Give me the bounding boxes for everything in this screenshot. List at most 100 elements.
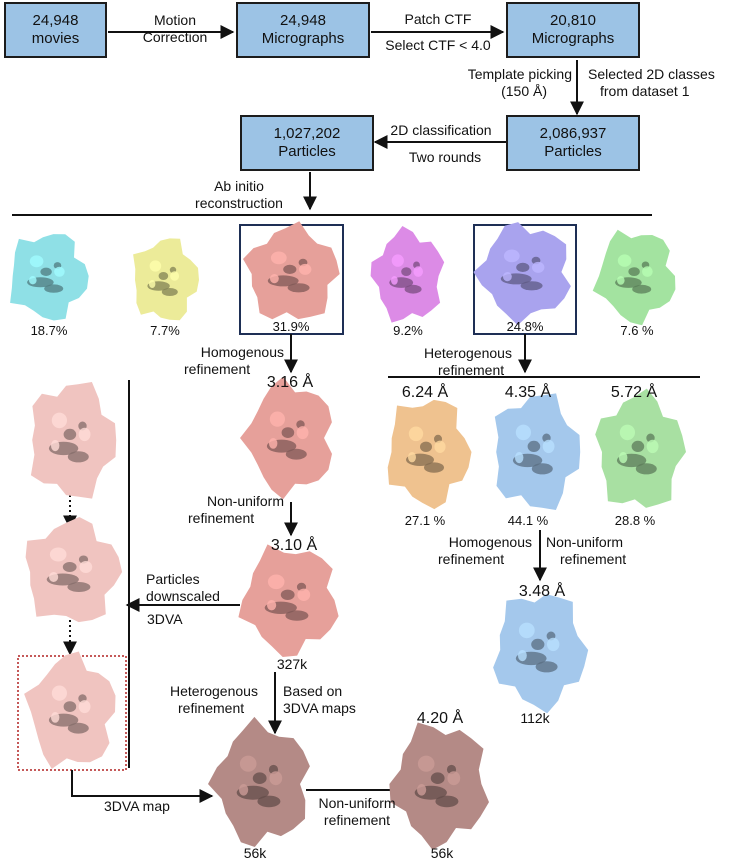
class-pct-6: 7.6 % <box>620 323 654 338</box>
right-final-map <box>493 594 589 714</box>
left-map-3 <box>24 651 116 769</box>
class-map-5-cavity-2 <box>516 262 530 272</box>
left-map-1 <box>30 382 117 499</box>
hetero-pct-2: 44.1 % <box>507 513 549 528</box>
res-final: 4.20 Å <box>416 710 464 727</box>
left-map-2-highlight-1 <box>79 561 93 573</box>
label-hetero-right-line1: Heterogenous <box>424 345 512 361</box>
class-pct-3: 31.9% <box>272 319 310 334</box>
nu-map-highlight-0 <box>267 574 285 590</box>
final-map <box>389 722 489 850</box>
left-map-3-highlight-2 <box>51 712 60 723</box>
class-map-1-body <box>10 234 89 321</box>
hetero-map-1-cavity-2 <box>420 441 432 452</box>
nu-map <box>238 544 339 657</box>
label-hetero-bottom: Heterogenous refinement <box>170 683 258 717</box>
class-map-4-cavity-2 <box>401 267 412 276</box>
hetero-map-1-highlight-0 <box>408 426 424 442</box>
class-map-6-highlight-2 <box>617 276 625 285</box>
arrow-3dva-map <box>71 770 214 803</box>
final-map-highlight-1 <box>447 771 461 786</box>
box-particles-small-count: 1,027,202 <box>273 125 341 142</box>
label-based-on-line2: 3DVA maps <box>283 700 356 716</box>
class-map-2-cavity-2 <box>158 272 169 280</box>
class-map-3-highlight-2 <box>270 274 279 284</box>
box-particles-big: 2,086,937 Particles <box>506 115 640 171</box>
class-map-3-highlight-0 <box>270 251 287 265</box>
class-map-2-highlight-2 <box>149 280 156 288</box>
class-map-4-highlight-0 <box>391 254 404 267</box>
left-map-1-highlight-1 <box>78 427 91 442</box>
left-map-3-highlight-1 <box>78 700 91 714</box>
label-3dva-map: 3DVA map <box>104 798 170 814</box>
label-3dva: 3DVA <box>147 611 183 627</box>
count-nu: 327k <box>276 656 308 672</box>
count-final: 56k <box>430 845 454 861</box>
hetero-map-3-highlight-0 <box>619 424 636 441</box>
label-based-on-line1: Based on <box>283 683 343 699</box>
bottom-map-56k <box>208 716 310 847</box>
final-map-highlight-0 <box>417 755 435 772</box>
label-nu-left-line1: Non-uniform <box>206 493 284 509</box>
label-nu-bottom-line1: Non-uniform <box>318 795 396 811</box>
homog-map-highlight-1 <box>296 426 309 440</box>
box-micrographs-2-label: Micrographs <box>531 30 615 47</box>
hetero-map-2-highlight-2 <box>515 452 524 464</box>
label-downscaled: Particles downscaled <box>146 571 220 605</box>
hetero-map-1-body <box>387 399 472 510</box>
homog-map-cavity-2 <box>281 427 295 438</box>
class-map-1-cavity-2 <box>40 267 52 276</box>
label-template-line2: (150 Å) <box>501 83 547 99</box>
nu-map-highlight-2 <box>267 600 277 611</box>
box-micrographs-1-label: Micrographs <box>261 30 345 47</box>
hetero-map-1-cavity-1 <box>424 462 444 473</box>
class-map-2 <box>133 238 199 321</box>
right-final-map-highlight-0 <box>518 622 535 639</box>
class-map-4-highlight-1 <box>413 266 424 277</box>
nu-map-highlight-1 <box>297 588 311 601</box>
class-map-4-cavity-1 <box>404 284 422 294</box>
class-map-6-cavity-2 <box>628 267 640 276</box>
hetero-map-3-cavity-1 <box>635 463 657 475</box>
class-map-4-highlight-2 <box>391 276 398 285</box>
hetero-map-1-highlight-2 <box>408 452 416 463</box>
label-template-line1: Template picking <box>467 66 572 82</box>
class-map-1-highlight-2 <box>29 276 37 285</box>
count-bottom-left: 56k <box>243 845 267 861</box>
label-hetero-right-line2: refinement <box>438 362 505 378</box>
hetero-map-2-highlight-1 <box>542 439 555 454</box>
class-pct-2: 7.7% <box>150 323 180 338</box>
label-homog-left-line2: refinement <box>184 361 251 377</box>
homog-map-highlight-0 <box>269 411 285 427</box>
left-map-2-highlight-0 <box>49 547 67 562</box>
label-based-on: Based on 3DVA maps <box>283 683 356 717</box>
hetero-pct-1: 27.1 % <box>404 513 446 528</box>
class-map-6-cavity-1 <box>632 284 652 294</box>
right-final-map-highlight-2 <box>518 650 527 662</box>
box-micrographs-1-count: 24,948 <box>280 12 326 29</box>
res-homog: 3.16 Å <box>266 374 314 391</box>
class-pct-5: 24.8% <box>506 319 544 334</box>
class-map-5-cavity-1 <box>520 281 543 291</box>
label-two-rounds: Two rounds <box>408 149 482 165</box>
label-patch-ctf: Patch CTF <box>404 11 472 27</box>
hetero-map-3 <box>595 388 686 508</box>
class-map-5-body <box>473 222 571 326</box>
bottom-map-56k-cavity-2 <box>252 772 267 784</box>
box-micrographs-1: 24,948 Micrographs <box>236 2 370 58</box>
hetero-pct-3: 28.8 % <box>614 513 656 528</box>
box-particles-big-label: Particles <box>544 143 602 160</box>
class-map-3 <box>243 221 340 320</box>
left-map-3-highlight-0 <box>51 685 67 701</box>
class-map-1-highlight-0 <box>29 255 44 268</box>
final-map-cavity-2 <box>430 772 445 784</box>
hetero-res-1: 6.24 Å <box>401 384 449 401</box>
class-pct-1: 18.7% <box>30 323 68 338</box>
hetero-map-3-highlight-2 <box>619 452 628 464</box>
label-motion-line2: Correction <box>142 29 208 45</box>
class-map-6-body <box>592 229 676 326</box>
left-map-3-cavity-1 <box>67 722 89 734</box>
box-particles-small: 1,027,202 Particles <box>240 115 374 171</box>
